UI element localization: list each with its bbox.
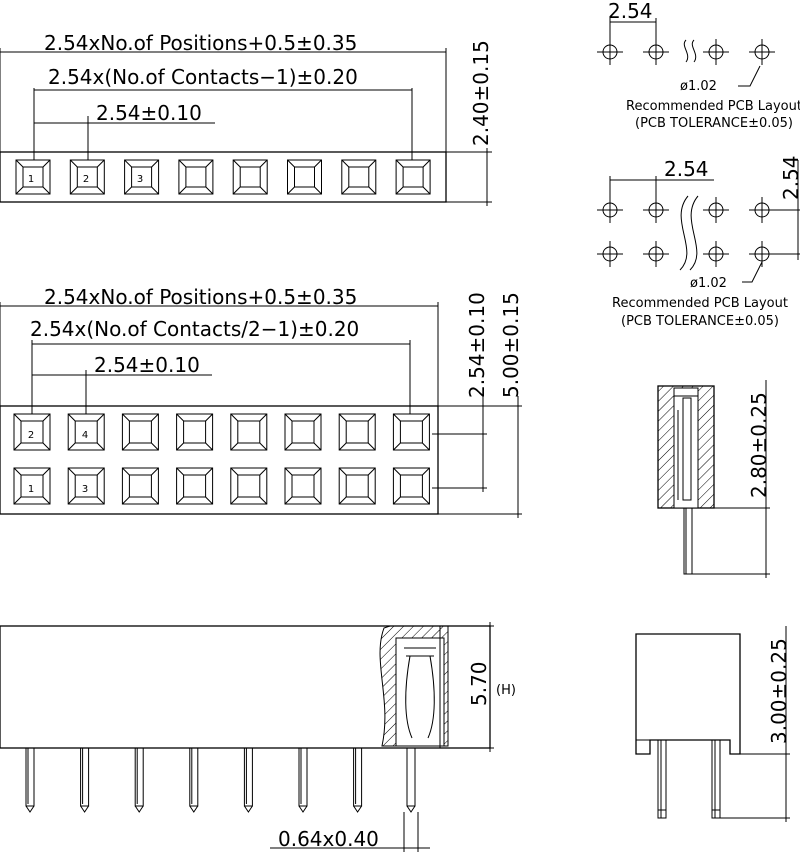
pcb1-caption-2: (PCB TOLERANCE±0.05)	[635, 116, 793, 131]
contact-cell	[395, 159, 431, 195]
contact-cell	[121, 467, 159, 505]
front-pin	[298, 747, 308, 813]
side-section-view: 2.80±0.25	[657, 380, 771, 578]
front-pin	[25, 747, 35, 813]
contact-cell	[13, 467, 51, 505]
double-row-top-view: 2.54xNo.of Positions+0.5±0.35 2.54x(No.o…	[0, 285, 523, 518]
pcb-hole	[703, 39, 729, 65]
pcb-single-holes	[597, 39, 775, 65]
pcb2-caption-2: (PCB TOLERANCE±0.05)	[621, 314, 779, 329]
contact-cell	[230, 467, 268, 505]
front-pin	[134, 747, 144, 813]
contact-cell	[230, 413, 268, 451]
pcb-layout-single: 2.54 ø1.02 Recommended PCB Layout (PCB T…	[597, 0, 800, 131]
pcb-hole	[643, 241, 669, 267]
pcb1-pitch-label: 2.54	[608, 0, 653, 23]
front-pin	[243, 747, 253, 813]
side-view-tail-label: 3.00±0.25	[767, 638, 791, 744]
single-row-body	[0, 151, 447, 203]
contact-cell	[338, 413, 376, 451]
dim-height-label-2: 5.00±0.15	[499, 292, 523, 398]
double-row-contacts	[13, 413, 430, 505]
dim-contacts-label-2: 2.54x(No.of Contacts/2−1)±0.20	[30, 317, 359, 341]
front-height-label: 5.70	[467, 661, 491, 706]
contact-cell	[287, 159, 322, 195]
contact-cell	[176, 413, 214, 451]
front-height-note: (H)	[496, 683, 516, 698]
contact-cell	[69, 159, 105, 195]
contact-cell	[15, 159, 51, 195]
pcb1-caption-1: Recommended PCB Layout	[626, 99, 800, 114]
dim-row-pitch-label: 2.54±0.10	[465, 292, 489, 398]
pcb2-hole-label: ø1.02	[690, 276, 727, 291]
pcb-hole	[703, 241, 729, 267]
contact-cell	[67, 467, 105, 505]
pcb2-caption-1: Recommended PCB Layout	[612, 296, 788, 311]
side-view: 3.00±0.25	[635, 626, 791, 822]
contact-cell	[392, 467, 430, 505]
front-pin-label: 0.64x0.40	[278, 827, 379, 851]
contact-cell	[341, 159, 377, 195]
pcb2-pitch-v-label: 2.54	[779, 155, 800, 200]
pcb-double-holes	[597, 197, 775, 267]
dim-pitch-label: 2.54±0.10	[96, 101, 202, 125]
pin-label-3: 3	[137, 174, 143, 185]
contact-cell	[284, 413, 322, 451]
contact-cell	[232, 159, 268, 195]
dim-overall-label-2: 2.54xNo.of Positions+0.5±0.35	[44, 285, 357, 309]
pcb-layout-double: 2.54 2.54 ø1.02 Recommended PCB Layout (…	[597, 155, 800, 329]
front-body	[0, 625, 491, 749]
contact-cell	[176, 467, 214, 505]
contact-cell	[121, 413, 159, 451]
dim-pitch-label-2: 2.54±0.10	[94, 353, 200, 377]
contact-cell	[178, 159, 214, 195]
front-pins	[25, 747, 363, 813]
pin-label-1-bottom: 1	[28, 484, 34, 495]
dim-overall-label: 2.54xNo.of Positions+0.5±0.35	[44, 31, 357, 55]
single-row-top-view: 2.54xNo.of Positions+0.5±0.35 2.54x(No.o…	[0, 31, 493, 206]
contact-cell	[124, 159, 160, 195]
pcb-hole	[749, 39, 775, 65]
front-pin	[80, 747, 90, 813]
front-pin	[353, 747, 363, 813]
side-section-tail-label: 2.80±0.25	[747, 392, 771, 498]
pcb2-pitch-h-label: 2.54	[664, 157, 709, 181]
front-view: 5.70 (H) 0.64x0.40	[0, 622, 516, 852]
contact-cell	[284, 467, 322, 505]
pin-label-4-top: 4	[82, 430, 88, 441]
single-row-contacts	[15, 159, 431, 195]
dim-contacts-label: 2.54x(No.of Contacts−1)±0.20	[48, 65, 358, 89]
pcb-hole	[703, 197, 729, 223]
double-row-body	[0, 405, 439, 515]
pcb-hole	[597, 197, 623, 223]
front-pin	[189, 747, 199, 813]
pcb-hole	[643, 197, 669, 223]
pcb-hole	[597, 241, 623, 267]
dim-height-label: 2.40±0.15	[469, 40, 493, 146]
pcb-hole	[643, 39, 669, 65]
contact-cell	[338, 467, 376, 505]
pin-label-1: 1	[28, 174, 34, 185]
pin-label-2: 2	[83, 174, 89, 185]
pcb-hole	[597, 39, 623, 65]
pin-label-3-bottom: 3	[82, 484, 88, 495]
contact-cell	[392, 413, 430, 451]
pin-label-2-top: 2	[28, 430, 34, 441]
pcb1-hole-label: ø1.02	[680, 79, 717, 94]
